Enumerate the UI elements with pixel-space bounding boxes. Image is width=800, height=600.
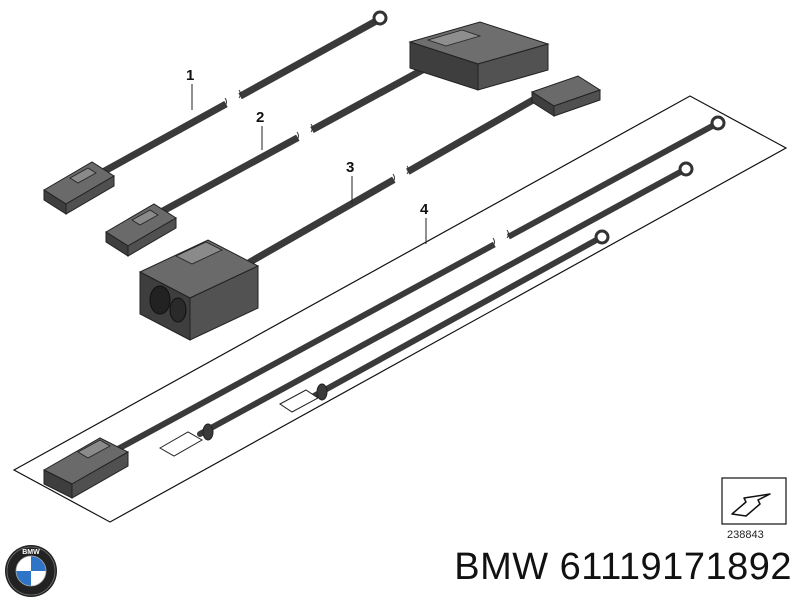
cable-4a-wire	[113, 121, 719, 453]
cable-4c-wire	[311, 235, 603, 399]
cable-2-wire	[146, 64, 430, 222]
brand-row: BMW BMW 61119171892	[0, 540, 800, 600]
callout-1: 1	[186, 67, 194, 84]
part-caption: BMW 61119171892	[454, 546, 792, 588]
cable-assembly-1: 1	[43, 10, 388, 215]
set-outline-box	[12, 95, 788, 523]
socket-housing-3	[138, 239, 260, 341]
cable-2-break	[295, 125, 315, 143]
cable-1-break-marks	[224, 89, 241, 107]
ring-terminal-4b	[678, 161, 694, 177]
callout-2: 2	[256, 109, 264, 126]
callout-4: 4	[420, 201, 429, 218]
callout-3: 3	[346, 159, 354, 176]
cable-3-break	[391, 167, 411, 185]
cable-assembly-3: 3	[138, 75, 602, 341]
cable-3-break-marks	[392, 165, 409, 183]
reference-box	[721, 477, 787, 525]
blade-terminal-4b	[158, 423, 214, 457]
ring-terminal-1	[372, 10, 388, 26]
reference-number: 238843	[727, 529, 764, 541]
cable-assembly-2: 2	[105, 21, 550, 257]
ring-terminal-4a	[710, 115, 726, 131]
reference-symbol: 238843	[721, 477, 787, 541]
arrow-icon	[731, 493, 771, 517]
cable-4-break-marks	[492, 229, 509, 247]
plug-connector-3	[530, 75, 602, 117]
cable-4b-wire	[197, 167, 687, 437]
module-box-2	[408, 21, 550, 91]
blade-terminal-4c	[279, 383, 328, 413]
cable-set-4: 4	[12, 95, 788, 523]
cable-1-break	[223, 91, 243, 109]
cable-2-break-marks	[296, 123, 313, 141]
bmw-logo-icon: BMW	[5, 545, 57, 597]
plug-connector-1	[43, 161, 115, 215]
multi-pin-connector-4	[42, 437, 130, 499]
plug-connector-2	[105, 203, 177, 257]
svg-text:BMW: BMW	[22, 549, 40, 556]
cable-4-break	[491, 231, 511, 249]
ring-terminal-4c	[594, 229, 610, 245]
